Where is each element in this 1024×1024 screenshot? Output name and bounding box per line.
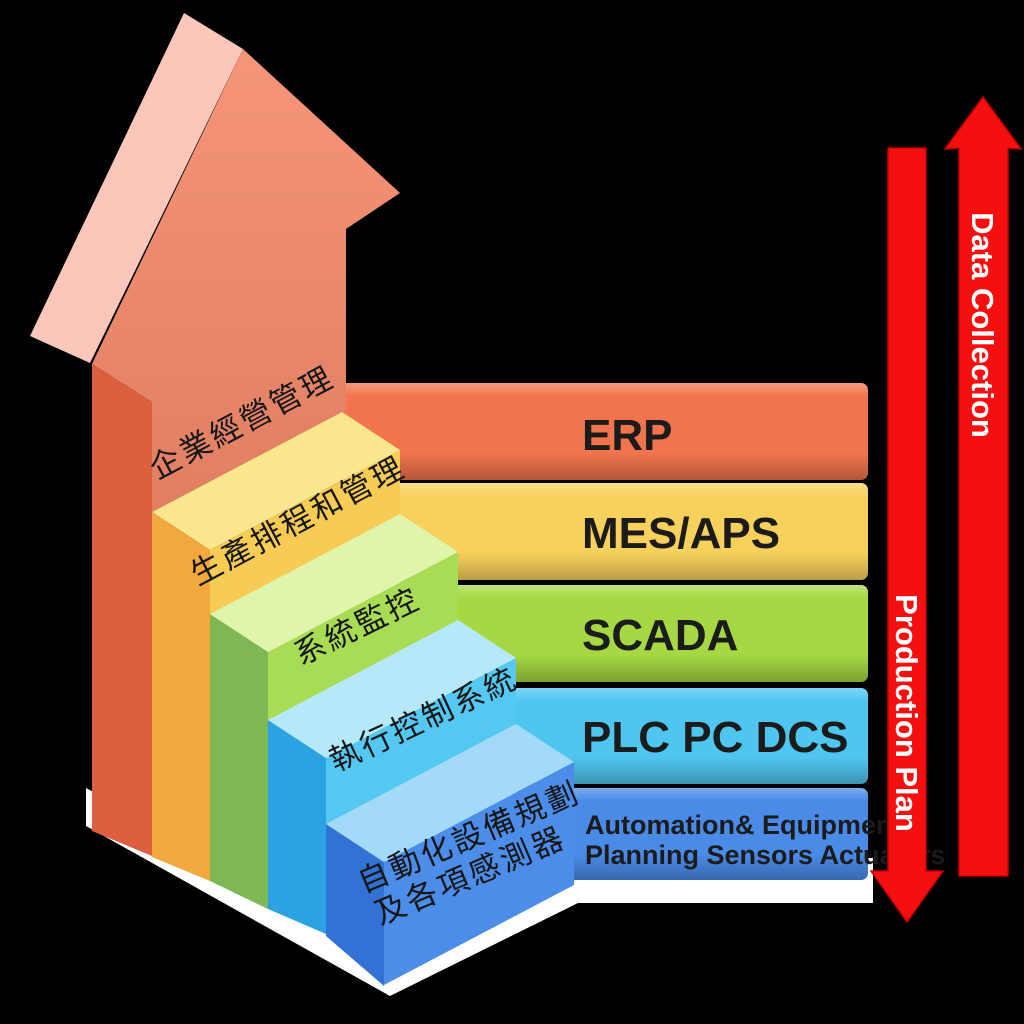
scada-step-side-face: [210, 614, 268, 909]
band-automation: Automation& Equipment Planning Sensors A…: [566, 788, 946, 880]
plc-step-top-face: [268, 620, 516, 758]
production-plan-arrow: Production Plan: [869, 147, 945, 924]
big-arrow-side-face: [30, 13, 243, 363]
production-plan-arrow-label: Production Plan: [889, 594, 924, 832]
erp-band-label: ERP: [582, 411, 672, 460]
big-arrow-front-shade: [92, 49, 400, 512]
scada-step-top-face: [210, 514, 458, 652]
scada-band-shade: [450, 585, 868, 682]
erp-step-side-face: [92, 364, 152, 856]
step-automation: 自動化設備規劃 及各項感測器: [326, 724, 585, 986]
production-plan-arrow-shape: [869, 147, 945, 924]
automation-band-label-line2: Planning Sensors Actuators: [585, 840, 946, 870]
data-collection-arrow-label: Data Collection: [965, 212, 1000, 438]
band-mes-aps: MES/APS: [392, 483, 868, 580]
automation-step-side-face: [326, 824, 384, 986]
automation-step-top-face: [326, 724, 574, 862]
scada-band-label: SCADA: [582, 611, 738, 660]
mes-band-shade: [392, 483, 868, 580]
data-collection-arrow-shape: [943, 95, 1023, 877]
mes-step-side-face: [152, 512, 210, 881]
automation-step-front-face: [384, 762, 574, 985]
automation-band-shade: [566, 788, 868, 880]
big-up-arrow-step-erp: 企業經營管理: [30, 13, 400, 856]
plc-band-label: PLC PC DCS: [582, 713, 848, 762]
data-collection-arrow: Data Collection: [943, 95, 1023, 877]
band-erp: ERP: [340, 383, 868, 480]
plc-step-side-face: [268, 720, 326, 934]
automation-band-label-line1: Automation& Equipment: [585, 810, 901, 840]
band-scada: SCADA: [450, 585, 868, 682]
band-plc-pc-dcs: PLC PC DCS: [508, 688, 868, 784]
mes-step-top-face: [152, 412, 400, 550]
erp-band-shade: [340, 383, 868, 480]
plc-band-shade: [508, 688, 868, 784]
mes-band-label: MES/APS: [582, 509, 780, 558]
